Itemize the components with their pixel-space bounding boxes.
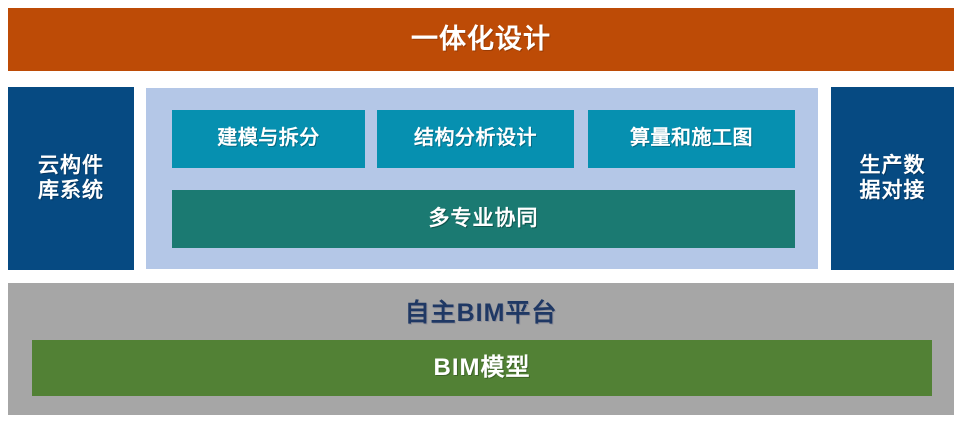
platform-bim: 自主BIM平台 BIM模型	[8, 283, 954, 415]
module-multidiscipline-collaboration: 多专业协同	[172, 190, 795, 248]
module-quantity-drawings: 算量和施工图	[588, 110, 795, 168]
pillar-production-data-integration: 生产数 据对接	[831, 87, 954, 270]
module-modeling-splitting: 建模与拆分	[172, 110, 365, 168]
pillar-cloud-component-library: 云构件 库系统	[8, 87, 134, 270]
module-structural-analysis: 结构分析设计	[377, 110, 574, 168]
banner-integrated-design: 一体化设计	[8, 8, 954, 71]
box-bim-model: BIM模型	[32, 340, 932, 396]
platform-bim-title: 自主BIM平台	[404, 299, 558, 328]
